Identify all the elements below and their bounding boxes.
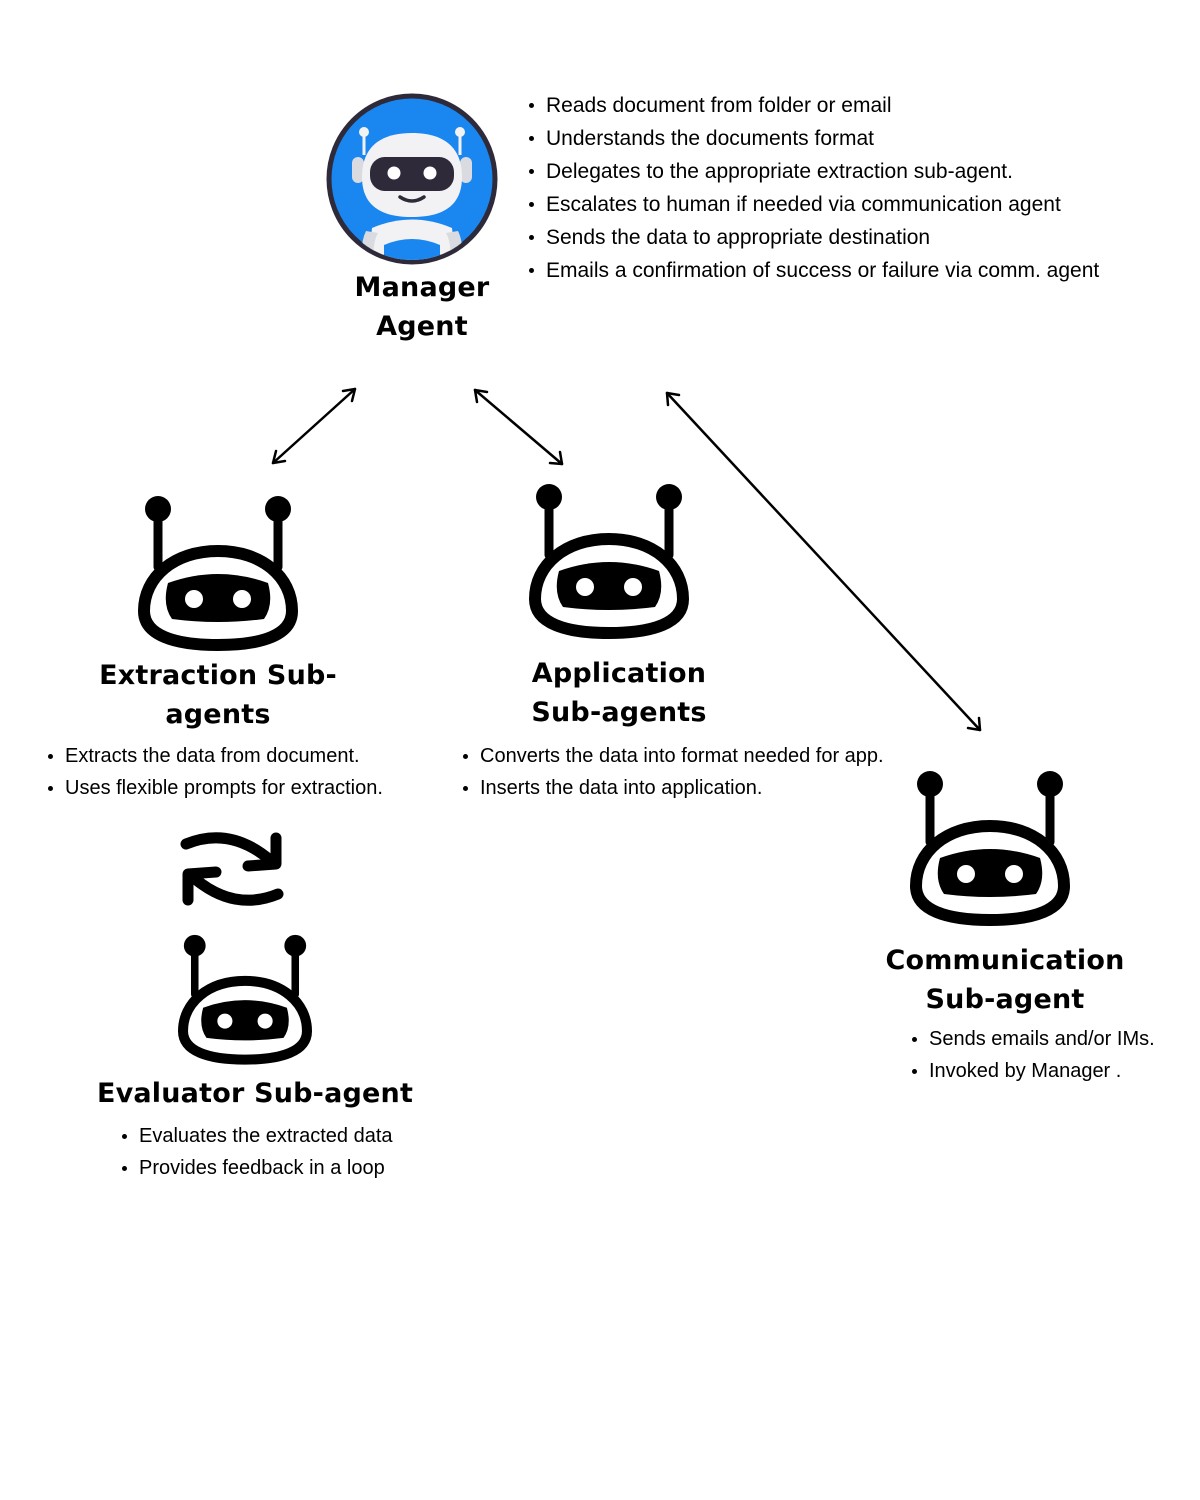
extraction-robot-icon <box>138 495 298 655</box>
evaluator-title: Evaluator Sub-agent <box>96 1078 414 1109</box>
list-item: Reads document from folder or email <box>528 89 1099 122</box>
arrow-manager-application <box>473 388 564 466</box>
communication-bullet-list: Sends emails and/or IMs. Invoked by Mana… <box>907 1024 1155 1087</box>
list-item: Understands the documents format <box>528 122 1099 155</box>
list-item: Sends emails and/or IMs. <box>912 1024 1155 1056</box>
list-item: Emails a confirmation of success or fail… <box>528 254 1099 287</box>
manager-bullet-list: Reads document from folder or email Unde… <box>524 89 1099 287</box>
application-title: Application Sub-agents <box>531 658 707 728</box>
extraction-title: Extraction Sub- agents <box>99 660 337 730</box>
evaluator-robot-icon <box>178 934 312 1068</box>
list-item: Evaluates the extracted data <box>122 1121 393 1153</box>
application-robot-icon <box>529 483 689 643</box>
list-item: Sends the data to appropriate destinatio… <box>528 221 1099 254</box>
list-item: Invoked by Manager . <box>912 1056 1155 1088</box>
list-item: Inserts the data into application. <box>463 773 884 805</box>
list-item: Uses flexible prompts for extraction. <box>48 773 383 805</box>
list-item: Provides feedback in a loop <box>122 1153 393 1185</box>
arrow-manager-communication <box>665 391 982 732</box>
list-item: Extracts the data from document. <box>48 741 383 773</box>
extraction-bullet-list: Extracts the data from document. Uses fl… <box>43 741 383 804</box>
arrow-manager-extraction <box>271 387 357 465</box>
refresh-loop-icon <box>180 832 284 906</box>
application-bullet-list: Converts the data into format needed for… <box>458 741 884 804</box>
manager-title: Manager Agent <box>354 272 490 342</box>
list-item: Delegates to the appropriate extraction … <box>528 155 1099 188</box>
communication-robot-icon <box>910 770 1070 930</box>
robot-avatar-icon <box>326 93 498 265</box>
evaluator-bullet-list: Evaluates the extracted data Provides fe… <box>117 1121 393 1184</box>
list-item: Converts the data into format needed for… <box>463 741 884 773</box>
communication-title: Communication Sub-agent <box>885 945 1125 1015</box>
list-item: Escalates to human if needed via communi… <box>528 188 1099 221</box>
